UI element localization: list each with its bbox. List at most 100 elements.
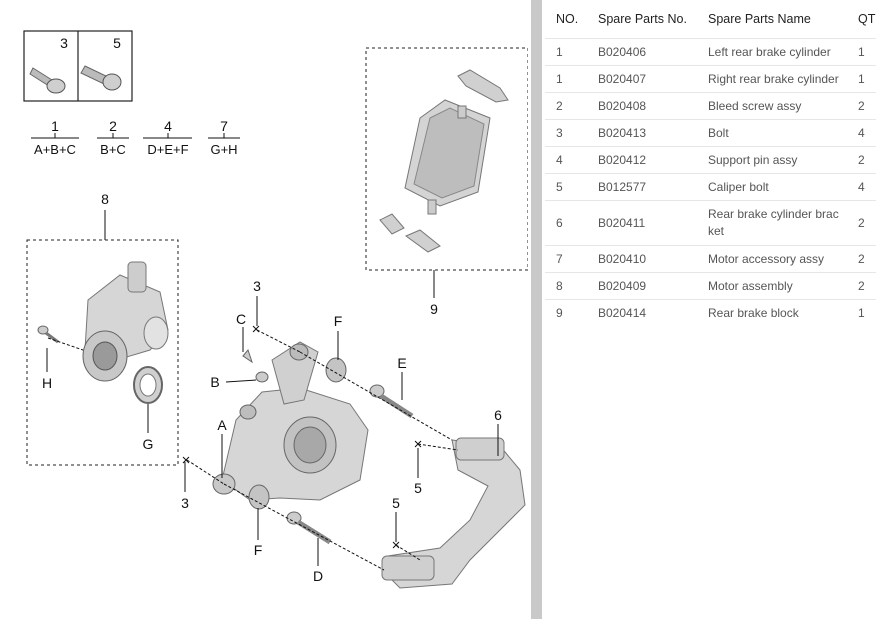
diagram-scrollbar[interactable]: [531, 0, 542, 619]
kit-formulas: 1 A+B+C 2 B+C 4 D+E+F 7 G+H: [31, 118, 240, 157]
leader-lines: [184, 296, 499, 566]
pad-clip-top: [457, 69, 509, 103]
brake-block-group: 9: [365, 47, 528, 317]
cell-part-name: Right rear brake cylinder: [697, 65, 847, 93]
cell-part-no: B020413: [587, 119, 697, 147]
cell-part-name: Rear brake block: [697, 299, 847, 326]
callout-5-upper: 5: [414, 480, 422, 496]
pin-boot-lower-drawing: [248, 484, 270, 510]
cell-no: 1: [545, 65, 587, 93]
cell-qty: 1: [847, 65, 876, 93]
cell-qty: 2: [847, 92, 876, 120]
bolt-inset-box: 3 5: [23, 30, 133, 102]
cell-part-no: B020407: [587, 65, 697, 93]
table-header-row: NO. Spare Parts No. Spare Parts Name QTY: [545, 0, 876, 39]
support-pin-upper-drawing: [369, 384, 414, 419]
callout-9: 9: [430, 301, 438, 317]
table-row[interactable]: 1 B020406 Left rear brake cylinder 1: [545, 38, 876, 66]
kit-formula-4: D+E+F: [147, 142, 188, 157]
cell-no: 7: [545, 245, 587, 273]
brake-cylinder-bracket-drawing: [381, 437, 526, 589]
cell-part-no: B020409: [587, 272, 697, 300]
cell-no: 4: [545, 146, 587, 174]
kit-number-7: 7: [220, 118, 228, 134]
table-row[interactable]: 9 B020414 Rear brake block 1: [545, 299, 876, 326]
cell-part-no: B020406: [587, 38, 697, 66]
cell-part-name: Rear brake cylinder bracket: [697, 200, 847, 246]
cell-qty: 1: [847, 299, 876, 326]
bleed-screw-drawing: [242, 348, 269, 383]
inset-callout-3: 3: [60, 35, 68, 51]
inset-callout-5: 5: [113, 35, 121, 51]
spare-parts-table: NO. Spare Parts No. Spare Parts Name QTY…: [545, 0, 876, 326]
table-row[interactable]: 4 B020412 Support pin assy 2: [545, 146, 876, 174]
callout-5-lower: 5: [392, 495, 400, 511]
cell-qty: 2: [847, 146, 876, 174]
assembly-lines: [186, 329, 459, 571]
table-row[interactable]: 1 B020407 Right rear brake cylinder 1: [545, 65, 876, 93]
brake-cylinder-drawing: [212, 341, 369, 501]
callout-H: H: [42, 375, 52, 391]
motor-assembly-group: 8 H G: [26, 191, 179, 466]
pad-clip-bottom: [379, 213, 441, 253]
kit-number-4: 4: [164, 118, 172, 134]
cell-part-name: Motor assembly: [697, 272, 847, 300]
motor-drawing: [82, 261, 169, 382]
cell-qty: 4: [847, 173, 876, 201]
callout-D: D: [313, 568, 323, 584]
callout-8: 8: [101, 191, 109, 207]
cell-qty: 1: [847, 38, 876, 66]
kit-number-2: 2: [109, 118, 117, 134]
parts-table-pane: NO. Spare Parts No. Spare Parts Name QTY…: [545, 0, 876, 619]
callout-F-upper: F: [334, 313, 343, 329]
cell-part-name: Caliper bolt: [697, 173, 847, 201]
cell-part-no: B020411: [587, 200, 697, 246]
table-row[interactable]: 2 B020408 Bleed screw assy 2: [545, 92, 876, 120]
support-pin-lower-drawing: [286, 511, 332, 545]
callout-E: E: [397, 355, 406, 371]
cell-no: 8: [545, 272, 587, 300]
cell-no: 3: [545, 119, 587, 147]
callout-3-upper: 3: [253, 278, 261, 294]
cell-part-name: Support pin assy: [697, 146, 847, 174]
cell-no: 6: [545, 200, 587, 246]
table-row[interactable]: 7 B020410 Motor accessory assy 2: [545, 245, 876, 273]
cell-part-no: B020410: [587, 245, 697, 273]
header-qty: QTY: [858, 12, 876, 26]
cell-part-no: B020408: [587, 92, 697, 120]
cell-qty: 2: [847, 200, 876, 246]
kit-formula-7: G+H: [210, 142, 237, 157]
cell-no: 9: [545, 299, 587, 326]
bolt-3-drawing: [29, 67, 66, 94]
cell-part-name: Left rear brake cylinder: [697, 38, 847, 66]
header-no: NO.: [556, 12, 579, 26]
callout-6: 6: [494, 407, 502, 423]
header-part-no: Spare Parts No.: [598, 12, 687, 26]
callout-A: A: [217, 417, 227, 433]
cell-no: 1: [545, 38, 587, 66]
cell-part-name: Bleed screw assy: [697, 92, 847, 120]
header-part-name: Spare Parts Name: [708, 12, 811, 26]
callout-B: B: [210, 374, 219, 390]
cell-no: 2: [545, 92, 587, 120]
exploded-parts-diagram: 3 5 1 A+B+C 2 B+C 4 D+E+F 7 G+H 8: [23, 30, 528, 589]
callout-G: G: [143, 436, 154, 452]
cell-part-name: Motor accessory assy: [697, 245, 847, 273]
callout-C: C: [236, 311, 246, 327]
cell-part-no: B020412: [587, 146, 697, 174]
brake-pad-drawing: [404, 99, 491, 215]
table-row[interactable]: 6 B020411 Rear brake cylinder bracket 2: [545, 200, 876, 246]
motor-seal-ring: [133, 366, 163, 404]
cell-qty: 4: [847, 119, 876, 147]
cell-part-no: B012577: [587, 173, 697, 201]
cell-qty: 2: [847, 272, 876, 300]
cell-no: 5: [545, 173, 587, 201]
cell-part-no: B020414: [587, 299, 697, 326]
motor-screw-H: [37, 325, 59, 344]
callout-3-lower: 3: [181, 495, 189, 511]
bolt-5-drawing: [80, 65, 122, 91]
table-row[interactable]: 8 B020409 Motor assembly 2: [545, 272, 876, 300]
table-row[interactable]: 3 B020413 Bolt 4: [545, 119, 876, 147]
table-row[interactable]: 5 B012577 Caliper bolt 4: [545, 173, 876, 201]
kit-formula-1: A+B+C: [34, 142, 76, 157]
